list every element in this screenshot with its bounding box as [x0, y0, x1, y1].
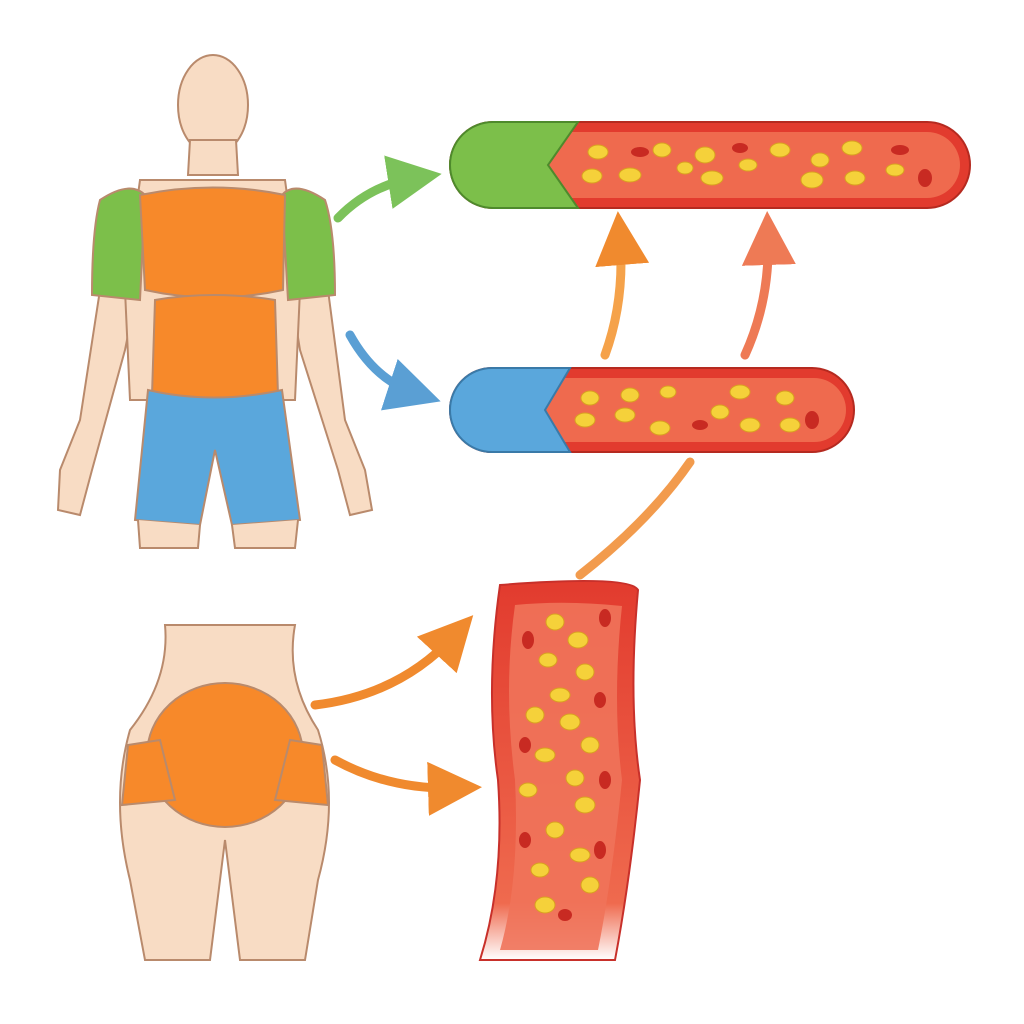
arrow-hip-to-vessel — [330, 755, 482, 816]
male-figure — [56, 54, 374, 549]
arrow-blue-to-green-1 — [595, 211, 650, 360]
fat-globules — [581, 140, 905, 189]
arrow-vertical-to-blue — [575, 457, 695, 580]
neck — [186, 139, 240, 176]
arrows — [310, 155, 796, 816]
female-lower-body — [119, 624, 330, 961]
right-shoulder-fat — [280, 187, 337, 302]
left-hip-fat — [120, 738, 177, 807]
green-capsule-vessel — [449, 121, 971, 209]
arrow-blue-to-green-2 — [740, 211, 796, 360]
right-hip-fat — [273, 738, 330, 807]
shorts — [133, 388, 302, 527]
green-cap — [449, 121, 580, 209]
left-shoulder-fat — [90, 187, 147, 302]
vertical-blood-vessel — [478, 580, 642, 961]
right-arm — [290, 288, 374, 517]
belly-fat — [146, 682, 304, 828]
left-arm — [56, 288, 137, 517]
arrow-shoulder-to-green-vessel — [333, 155, 442, 223]
blue-capsule-vessel — [449, 367, 855, 453]
legs — [137, 519, 299, 549]
abdomen-fat — [150, 294, 280, 403]
arrow-belly-to-vessel — [310, 615, 474, 710]
arrow-abdomen-to-blue-vessel — [345, 330, 441, 411]
chest-fat — [138, 186, 287, 299]
blue-cap — [449, 367, 572, 453]
